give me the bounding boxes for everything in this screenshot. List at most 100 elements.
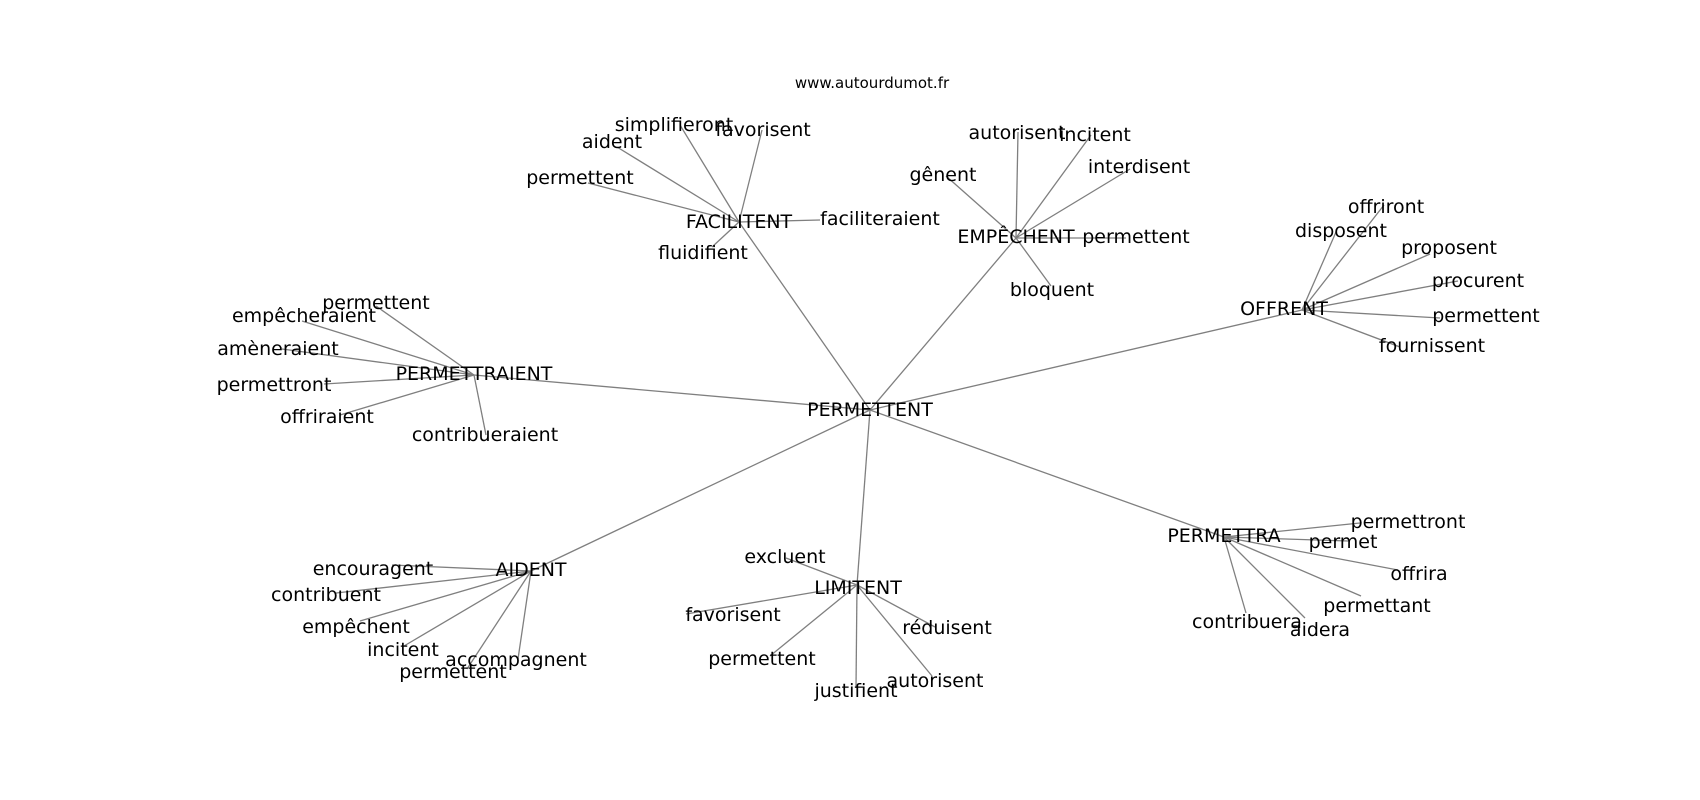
- leaf-node-permettraient-contribueraient: contribueraient: [412, 424, 558, 446]
- edge-permettra-permettant: [1223, 536, 1362, 597]
- leaf-node-aident-contribuent: contribuent: [271, 584, 381, 606]
- leaf-node-permettra-contribuera: contribuera: [1192, 611, 1302, 633]
- leaf-node-facilitent-fluidifient: fluidifient: [658, 242, 748, 264]
- edge-empechent-incitent: [1015, 134, 1092, 239]
- leaf-node-facilitent-simplifieront: simplifieront: [615, 114, 733, 136]
- edge-offrent-disposent: [1301, 231, 1337, 311]
- edge-root-offrent: [869, 309, 1303, 411]
- hub-node-empechent: EMPÊCHENT: [957, 225, 1075, 248]
- edge-root-facilitent: [738, 221, 871, 411]
- hub-node-permettraient: PERMETTRAIENT: [396, 363, 553, 385]
- edge-facilitent-favorisent: [738, 129, 763, 223]
- leaf-node-permettraient-permettront: permettront: [217, 374, 332, 396]
- leaf-node-aident-encouragent: encouragent: [313, 558, 434, 580]
- edge-aident-permettent: [466, 570, 532, 670]
- leaf-node-limitent-reduisent: réduisent: [902, 617, 992, 639]
- edge-limitent-reduisent: [856, 584, 936, 628]
- leaf-node-empechent-autorisent: autorisent: [969, 122, 1066, 144]
- leaf-node-aident-incitent: incitent: [367, 639, 439, 661]
- edge-permettra-offrira: [1223, 536, 1399, 571]
- edge-limitent-justifient: [855, 584, 858, 689]
- edge-empechent-interdisent: [1015, 168, 1131, 239]
- leaf-node-facilitent-faciliteraient: faciliteraient: [820, 208, 940, 230]
- edge-facilitent-simplifieront: [679, 124, 740, 223]
- hub-node-offrent: OFFRENT: [1240, 298, 1328, 320]
- edge-limitent-excluent: [785, 557, 858, 586]
- leaf-node-permettraient-permettent: permettent: [322, 292, 430, 314]
- edge-limitent-favorisent: [685, 584, 858, 615]
- edge-facilitent-permettent: [587, 182, 740, 223]
- leaf-node-limitent-excluent: excluent: [744, 546, 825, 568]
- leaf-node-limitent-permettent: permettent: [708, 648, 816, 670]
- edge-aident-empechent: [359, 570, 532, 622]
- hub-node-permettra: PERMETTRA: [1167, 525, 1280, 547]
- leaf-node-limitent-autorisent: autorisent: [887, 670, 984, 692]
- leaf-node-empechent-genent: gênent: [910, 164, 977, 186]
- edge-permettra-permettront: [1223, 522, 1361, 538]
- leaf-node-offrent-procurent: procurent: [1432, 270, 1524, 292]
- edge-permettraient-permettent: [375, 305, 475, 376]
- leaf-node-offrent-permettent: permettent: [1432, 305, 1540, 327]
- leaf-node-aident-permettent: permettent: [399, 661, 507, 683]
- edge-root-permettra: [869, 409, 1225, 538]
- leaf-node-permettra-permet: permet: [1309, 531, 1378, 553]
- edge-aident-encouragent: [391, 564, 532, 572]
- edge-root-empechent: [869, 237, 1017, 411]
- leaf-node-permettra-permettant: permettant: [1323, 595, 1430, 617]
- leaf-node-offrent-disposent: disposent: [1295, 220, 1387, 242]
- edge-permettra-permet: [1223, 536, 1349, 542]
- leaf-node-aident-empechent: empêchent: [302, 616, 410, 638]
- edge-empechent-bloquent: [1015, 237, 1052, 287]
- edge-aident-incitent: [403, 570, 532, 647]
- leaf-node-offrent-fournissent: fournissent: [1379, 335, 1485, 357]
- hub-node-aident: AIDENT: [495, 559, 566, 581]
- leaf-node-empechent-interdisent: interdisent: [1088, 156, 1190, 178]
- leaf-node-empechent-bloquent: bloquent: [1010, 279, 1094, 301]
- leaf-node-limitent-justifient: justifient: [813, 680, 897, 702]
- edge-empechent-genent: [945, 175, 1017, 239]
- leaf-node-permettra-permettront: permettront: [1351, 511, 1466, 533]
- edge-permettraient-empecheraient: [301, 320, 475, 376]
- leaf-node-aident-accompagnent: accompagnent: [445, 649, 587, 671]
- graph-edges: [281, 124, 1459, 689]
- edge-offrent-fournissent: [1301, 309, 1401, 348]
- edge-facilitent-faciliteraient: [738, 219, 821, 223]
- leaf-node-permettraient-ameneraient: amèneraient: [217, 338, 339, 360]
- edge-root-aident: [530, 409, 871, 572]
- edge-aident-accompagnent: [517, 570, 532, 660]
- source-watermark: www.autourdumot.fr: [795, 74, 950, 92]
- edge-permettraient-ameneraient: [281, 348, 475, 376]
- hub-node-facilitent: FACILITENT: [686, 211, 793, 233]
- root-word-node: PERMETTENT: [807, 399, 933, 421]
- edge-offrent-permettent: [1301, 309, 1441, 319]
- edge-limitent-autorisent: [856, 584, 933, 677]
- hub-node-limitent: LIMITENT: [814, 577, 902, 599]
- leaf-node-limitent-favorisent: favorisent: [685, 604, 780, 626]
- leaf-node-facilitent-aident: aident: [582, 131, 642, 153]
- edge-offrent-offriront: [1301, 204, 1385, 311]
- leaf-node-permettraient-empecheraient: empêcheraient: [232, 305, 376, 327]
- edge-aident-contribuent: [335, 570, 532, 594]
- edge-facilitent-aident: [616, 146, 740, 223]
- leaf-node-empechent-permettent: permettent: [1082, 226, 1190, 248]
- leaf-node-offrent-offriront: offriront: [1348, 196, 1424, 218]
- edge-permettraient-offriraient: [339, 374, 475, 416]
- edge-root-permettraient: [473, 374, 871, 411]
- edge-root-limitent: [856, 409, 871, 586]
- edge-permettra-aidera: [1223, 536, 1306, 619]
- leaf-node-permettra-offrira: offrira: [1390, 563, 1447, 585]
- edge-permettraient-permettront: [323, 374, 475, 385]
- graph-labels: PERMETTENT FACILITENT simplifieront favoris…: [217, 114, 1540, 702]
- leaf-node-offrent-proposent: proposent: [1401, 237, 1497, 259]
- edge-offrent-proposent: [1301, 253, 1431, 311]
- edge-offrent-procurent: [1301, 280, 1459, 311]
- leaf-node-permettraient-offriraient: offriraient: [280, 406, 374, 428]
- leaf-node-facilitent-permettent: permettent: [526, 167, 634, 189]
- edge-permettra-contribuera: [1223, 536, 1247, 614]
- edge-empechent-autorisent: [1015, 131, 1019, 239]
- edge-permettraient-contribueraient: [473, 374, 487, 436]
- edge-limitent-permettent: [769, 584, 858, 657]
- leaf-node-empechent-incitent: incitent: [1059, 124, 1131, 146]
- leaf-node-permettra-aidera: aidera: [1290, 619, 1350, 641]
